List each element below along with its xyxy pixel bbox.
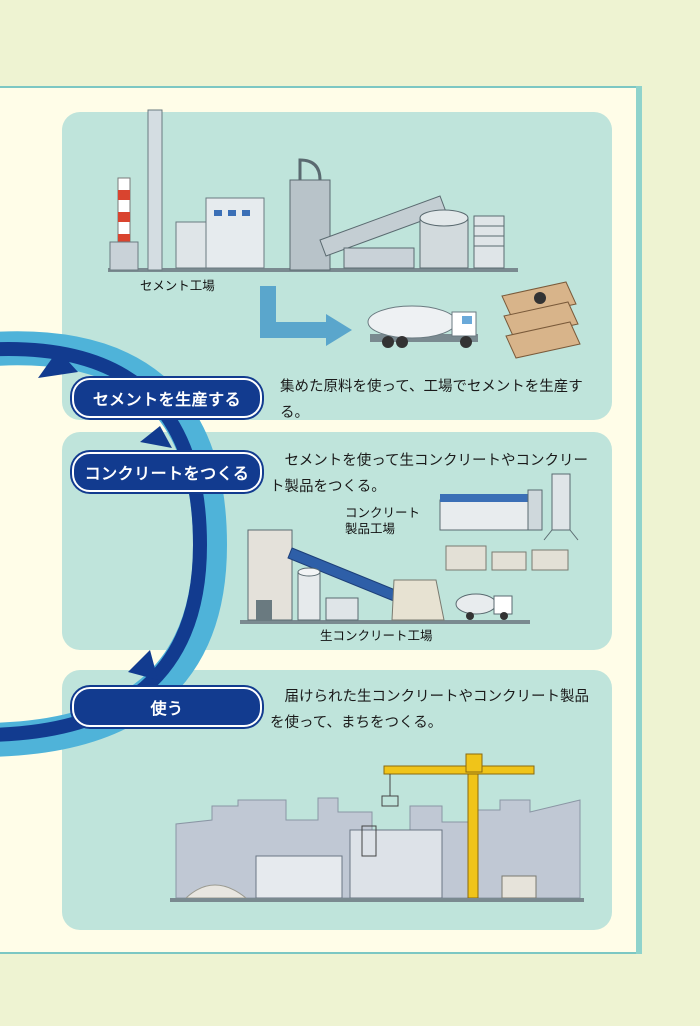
- product-plant-illustration: [439, 473, 579, 571]
- ready-mixed-plant-illustration: [240, 529, 530, 624]
- caption-product-plant: コンクリート 製品工場: [345, 505, 420, 537]
- step-text-use: 届けられた生コンクリートやコンクリート製品を使って、まちをつくる。: [270, 689, 589, 731]
- step-label-produce-cement: セメントを生産する: [72, 378, 262, 418]
- cement-bags-illustration: [501, 281, 581, 359]
- cycle-arrowhead-2: [140, 426, 172, 448]
- page-edge: [636, 86, 642, 954]
- caption-ready-mixed-plant: 生コンクリート工場: [320, 628, 433, 643]
- city-construction-illustration: [170, 753, 584, 902]
- caption-product-plant-line1: コンクリート: [345, 505, 421, 520]
- step-text-make-concrete: セメントを使って生コンクリートやコンクリート製品をつくる。: [270, 453, 588, 495]
- caption-product-plant-line2: 製品工場: [345, 521, 396, 536]
- step-label-make-concrete: コンクリートをつくる: [72, 452, 262, 492]
- cement-plant-illustration: [108, 109, 518, 272]
- cycle-arrowhead-1: [38, 350, 78, 378]
- caption-cement-plant: セメント工場: [140, 278, 215, 293]
- flow-arrow: [260, 286, 330, 338]
- cement-truck-illustration: [367, 305, 478, 348]
- step-label-use: 使う: [72, 687, 262, 727]
- cycle-arrowhead-3: [128, 650, 158, 680]
- step-text-produce-cement: 集めた原料を使って、工場でセメントを生産する。: [280, 379, 583, 421]
